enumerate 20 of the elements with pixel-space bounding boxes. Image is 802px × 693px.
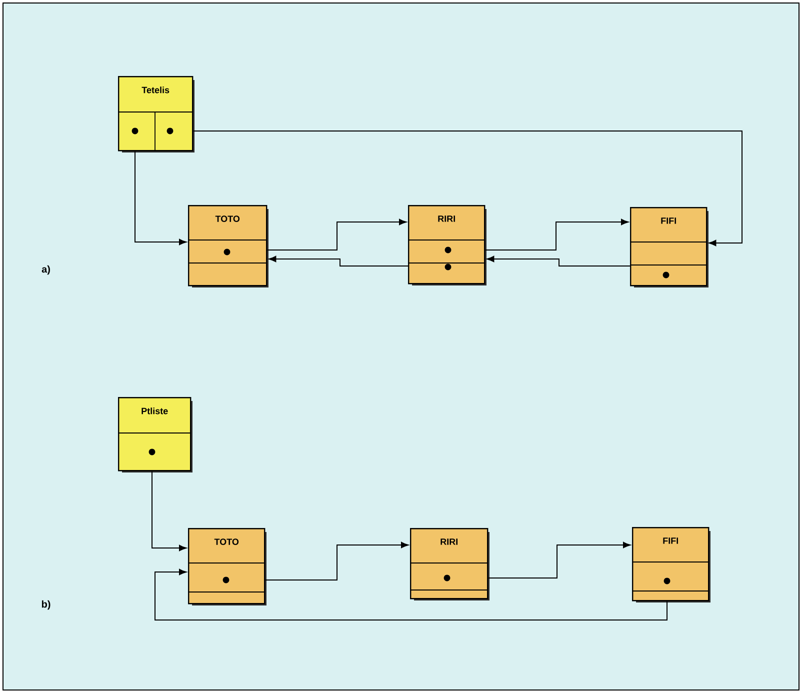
arrow xyxy=(484,218,629,250)
record-box: RIRI xyxy=(410,528,490,600)
record-box: TOTO xyxy=(188,528,266,606)
record-box: FIFI xyxy=(630,207,708,288)
arrow xyxy=(486,256,630,266)
arrow xyxy=(154,568,668,620)
record-box: FIFI xyxy=(632,527,710,602)
record-box: TOTO xyxy=(188,205,268,288)
arrow xyxy=(268,256,408,266)
arrow xyxy=(488,542,631,578)
record-box: RIRI xyxy=(408,205,486,286)
record-box: Tetelis xyxy=(118,76,194,152)
arrow xyxy=(264,542,409,580)
arrow xyxy=(134,150,187,246)
record-box: Ptliste xyxy=(118,397,192,472)
arrow xyxy=(152,470,187,552)
panel-label: b) xyxy=(42,600,50,610)
arrow xyxy=(192,130,743,246)
panel-label: a) xyxy=(42,265,50,275)
arrow xyxy=(266,218,407,250)
